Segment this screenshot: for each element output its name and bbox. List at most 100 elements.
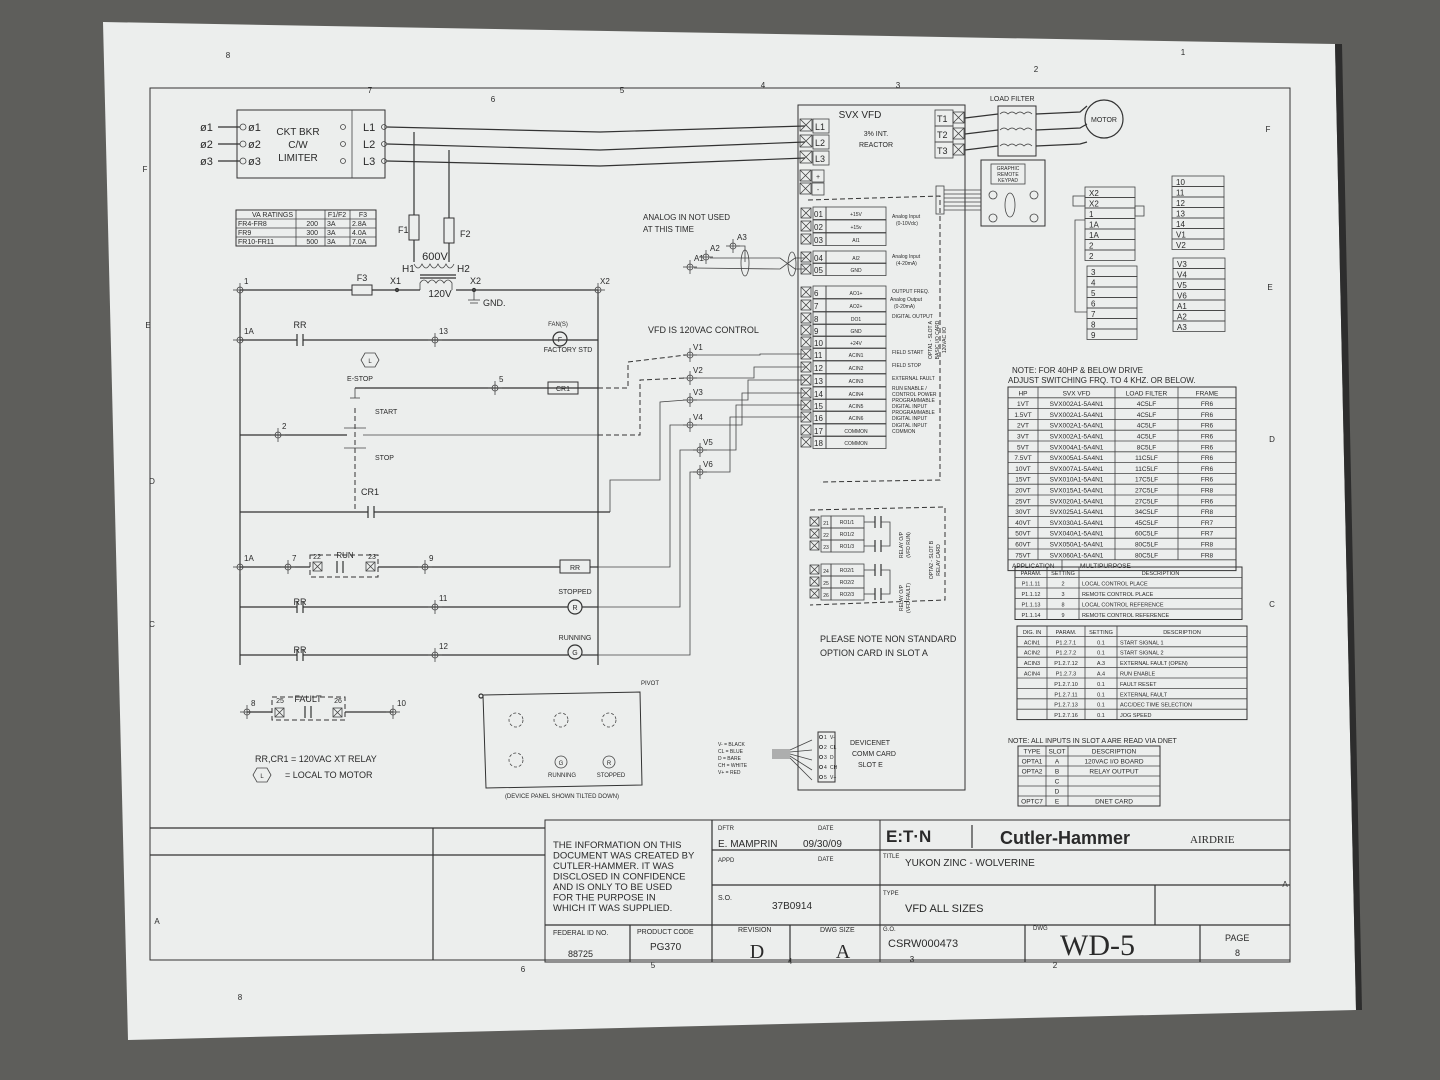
hp-table-header: LOAD FILTER <box>1126 390 1168 397</box>
hp-table-cell: 7.5VT <box>1014 455 1031 462</box>
va-header: F1/F2 <box>328 212 346 219</box>
hp-table-cell: SVX040A1-5A4N1 <box>1050 531 1104 538</box>
opta2-label: OPTA2 - SLOT B <box>929 540 935 579</box>
param-table-cell: 3 <box>1061 592 1064 598</box>
zone-number: 7 <box>368 86 373 95</box>
terminal-node <box>686 263 694 271</box>
digital-input-table-cell: ACC/DEC TIME SELECTION <box>1120 703 1192 709</box>
phase-input: ø3 <box>200 156 213 168</box>
wire <box>704 416 805 473</box>
lamp-symbol: R <box>572 605 577 612</box>
digital-input-table-cell: ACIN1 <box>1024 640 1040 646</box>
hp-table-cell: 80C5LF <box>1135 552 1158 559</box>
terminal-screw-icon <box>800 312 812 324</box>
product-code-label: PRODUCT CODE <box>637 929 694 936</box>
dnet-terminal-number: 1 <box>824 735 827 741</box>
wire <box>386 141 806 151</box>
opta1-boundary <box>807 195 941 483</box>
terminal-node <box>340 158 346 164</box>
node-label: 13 <box>439 327 448 336</box>
zone-letter: D <box>149 477 155 486</box>
wire <box>694 366 805 379</box>
node-label: 1A <box>244 554 254 563</box>
relay-terminal-number: 23 <box>823 545 829 551</box>
slot-table-cell: E <box>1055 799 1060 806</box>
slot-table-cell: C <box>1055 779 1060 786</box>
hp-table-cell: SVX050A1-5A4N1 <box>1050 542 1104 549</box>
terminal-node <box>594 286 602 294</box>
disclaimer-text: CUTLER-HAMMER. IT WAS <box>553 861 674 872</box>
brand-name: Cutler-Hammer <box>1000 828 1130 848</box>
wire <box>737 245 746 262</box>
vfd-enclosure <box>797 104 966 791</box>
terminal-screw-icon <box>800 436 812 448</box>
terminal-strip-cell <box>1171 238 1225 250</box>
hp-table-cell: SVX010A1-5A4N1 <box>1050 477 1104 484</box>
x1-label: X1 <box>390 276 401 286</box>
wire <box>598 377 687 436</box>
terminal-strip-label: 3 <box>1091 268 1096 277</box>
terminal-screw-icon <box>800 374 812 386</box>
dnet-terminal-label: V+ <box>830 775 836 781</box>
io-terminal-label: ACIN6 <box>849 416 864 422</box>
terminal-cell <box>825 360 887 374</box>
terminal-screw-icon <box>800 424 812 436</box>
terminal-screw-icon <box>800 411 812 423</box>
io-terminal-label: AI2 <box>852 256 860 262</box>
digital-input-table-header: DIG. IN <box>1023 630 1041 636</box>
io-description: DIGITAL OUTPUT <box>892 314 933 320</box>
transformer-primary-coil <box>413 263 455 269</box>
dwg-size-label: DWG SIZE <box>820 927 855 934</box>
io-terminal-number: 11 <box>814 351 823 360</box>
terminal-cell <box>825 373 887 387</box>
federal-id-label: FEDERAL ID NO. <box>553 930 608 937</box>
node-label: V5 <box>703 438 713 447</box>
terminal-node <box>686 396 694 404</box>
terminal-screw-icon <box>809 588 820 599</box>
hp-table-cell: 8C5LF <box>1137 444 1157 451</box>
terminal-screw-icon <box>952 143 965 156</box>
node-label: A2 <box>710 244 720 253</box>
opta2-boundary <box>809 506 946 606</box>
terminal-screw-icon <box>809 516 820 527</box>
hp-table-cell: 1VT <box>1017 401 1029 408</box>
digital-input-table-cell: EXTERNAL FAULT <box>1120 692 1168 698</box>
io-description: RUN ENABLE / <box>892 386 927 392</box>
terminal-strip-label: 12 <box>1176 199 1185 208</box>
terminal-screw-icon <box>800 336 812 348</box>
pivot-point <box>478 693 484 699</box>
motor-label: MOTOR <box>1091 117 1117 124</box>
terminal-cell <box>825 323 887 337</box>
hp-table-header: SVX VFD <box>1063 390 1091 397</box>
io-terminal-label: DO1 <box>851 317 862 323</box>
analog-note: AT THIS TIME <box>643 225 694 234</box>
keypad-connector <box>935 185 945 215</box>
terminal-screw-icon <box>800 411 812 423</box>
wire <box>964 129 999 135</box>
terminal-strip-label: X2 <box>1089 189 1099 198</box>
terminal-strip-label: 13 <box>1176 210 1185 219</box>
dnet-terminal-label: CL <box>830 745 837 751</box>
factory-std-label: FACTORY STD <box>544 347 593 354</box>
fan-label: FAN(S) <box>548 322 568 328</box>
fan-symbol: F <box>558 337 562 344</box>
stop-label: STOP <box>375 455 394 462</box>
hp-table-cell: FR6 <box>1201 444 1214 451</box>
node-label: V2 <box>693 366 703 375</box>
hp-table-cell: SVX007A1-5A4N1 <box>1050 466 1104 473</box>
drafter: E. MAMPRIN <box>718 839 777 850</box>
terminal-strip-label: 10 <box>1176 178 1185 187</box>
hp-table-cell: 25VT <box>1015 498 1031 505</box>
terminal-screw-icon <box>809 540 820 551</box>
va-cell: 200 <box>306 221 318 228</box>
motor-icon <box>1084 99 1124 139</box>
digital-input-table-cell: JOG SPEED <box>1120 713 1152 719</box>
hp-table-cell: FR6 <box>1201 477 1214 484</box>
breaker-terminal: ø1 <box>248 122 261 134</box>
hp-table-cell: FR6 <box>1201 401 1214 408</box>
sales-order: 37B0914 <box>772 901 812 912</box>
hp-table-cell: 5VT <box>1017 444 1029 451</box>
io-terminal-number: 16 <box>814 414 823 423</box>
io-description: OUTPUT FREQ. <box>892 289 929 295</box>
breaker-terminal: ø3 <box>248 156 261 168</box>
